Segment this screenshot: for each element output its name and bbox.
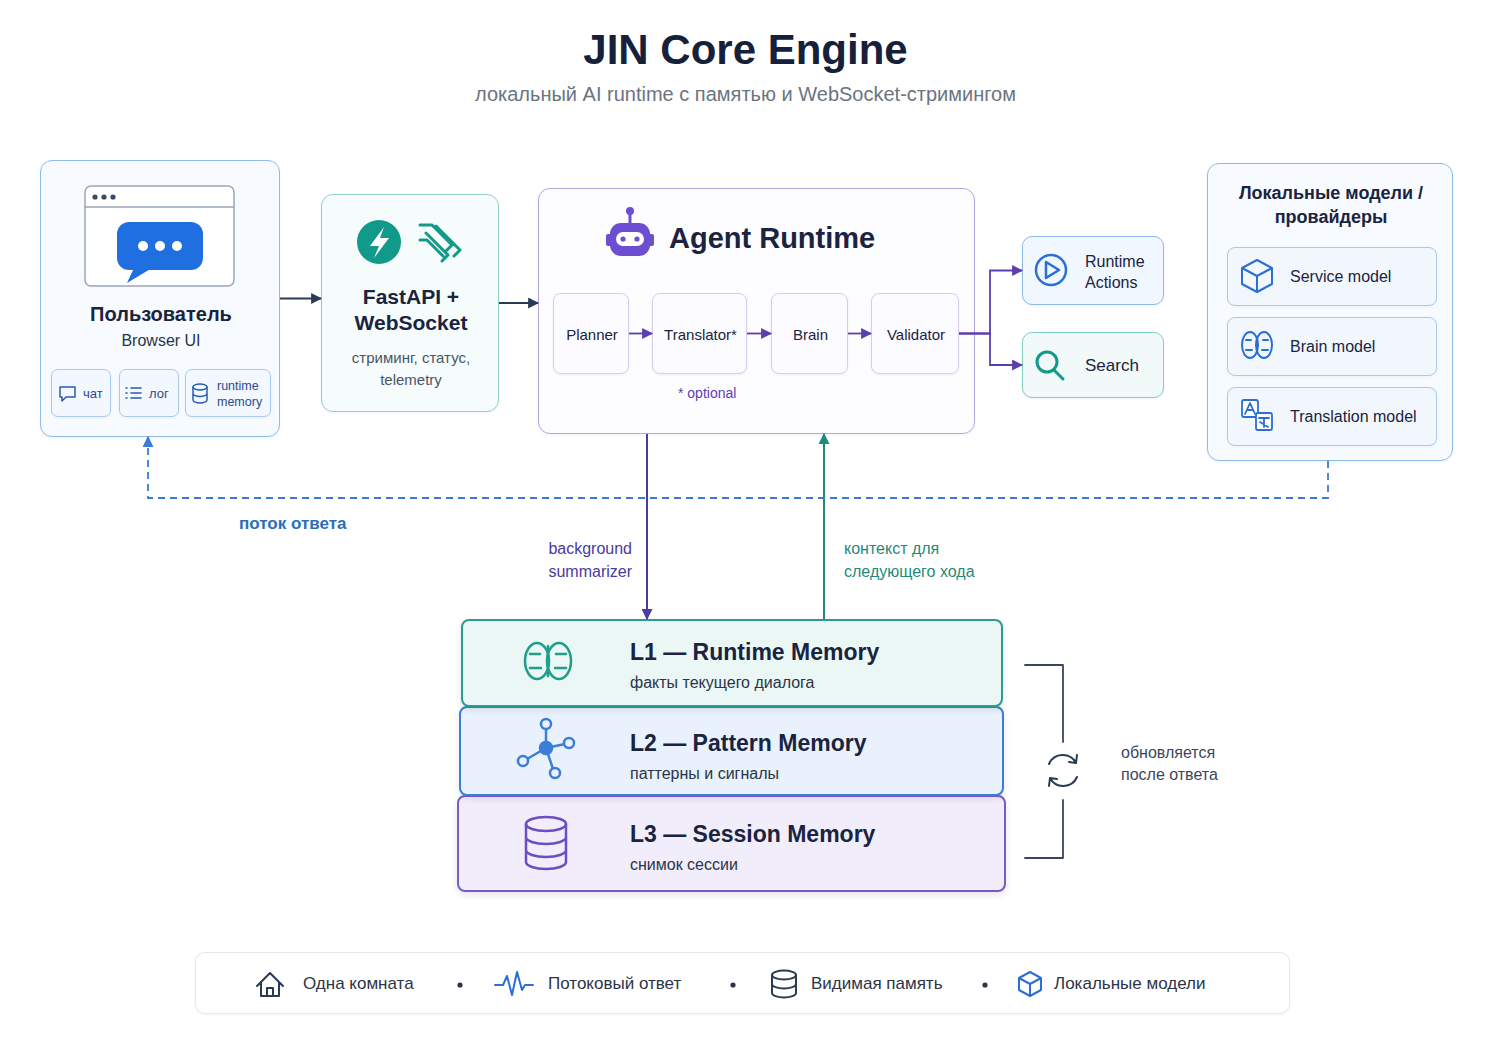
flow-arrow: [646, 434, 648, 619]
client-box: ПользовательBrowser UI чат лог runtime memo…: [40, 160, 280, 437]
action-box: Search: [1022, 332, 1164, 398]
model-label: Translation model: [1290, 407, 1417, 427]
flow-arrow: [499, 302, 538, 304]
ui-chip: чат: [51, 369, 111, 417]
diagram-subtitle: локальный AI runtime с памятью и WebSock…: [0, 82, 1491, 106]
memory-text: паттерны и сигналы: [630, 764, 779, 784]
refresh-icon: [1049, 777, 1077, 786]
box-label: Runtime Actions: [1085, 251, 1163, 293]
refresh-icon: [1049, 755, 1077, 786]
process-box: Translator*: [652, 293, 747, 374]
action-box: Runtime Actions: [1022, 236, 1164, 305]
feature-text: Потоковый ответ: [548, 974, 681, 994]
process-box: Planner: [553, 293, 629, 374]
memory-layer: L2 — Pattern Memory паттерны и сигналы: [459, 706, 1004, 796]
model-box: Translation model: [1227, 387, 1437, 446]
box-text: Пользователь: [41, 302, 281, 326]
bracket: [1025, 665, 1063, 858]
memory-text: факты текущего диалога: [630, 673, 814, 693]
feature-text: Одна комната: [303, 974, 414, 994]
box-text: Browser UI: [41, 331, 281, 351]
model-label: Service model: [1290, 267, 1391, 287]
bracket: [1025, 665, 1063, 858]
dashed-flow-arrow: [148, 437, 1328, 498]
memory-text: L2 — Pattern Memory: [630, 730, 866, 756]
chip-label: чат: [83, 386, 103, 402]
runtime-container: Agent RuntimePlanner Translator* Brain Vali…: [538, 188, 975, 434]
provider-container: Локальные модели / провайдерыService mod…: [1207, 163, 1453, 461]
process-box: Brain: [771, 293, 848, 374]
edge-label: поток ответа: [239, 513, 346, 535]
memory-text: снимок сессии: [630, 855, 738, 875]
annotation: обновляется после ответа: [1121, 742, 1251, 786]
edge-label: background summarizer: [522, 537, 632, 583]
container-title: Локальные модели / провайдеры: [1226, 181, 1436, 229]
process-label: Brain: [772, 325, 849, 345]
flow-arrow: [823, 434, 825, 619]
model-label: Brain model: [1290, 337, 1375, 357]
ui-chip: лог: [119, 369, 179, 417]
process-box: Validator: [871, 293, 959, 374]
model-box: Service model: [1227, 247, 1437, 306]
edge-label: контекст для следующего хода: [844, 537, 994, 583]
feature-strip: Одна комната Потоковый ответ Видимая памят…: [195, 952, 1290, 1014]
memory-text: L3 — Session Memory: [630, 821, 875, 847]
chip-label: лог: [149, 386, 169, 402]
model-box: Brain model: [1227, 317, 1437, 376]
footnote: * optional: [678, 384, 736, 402]
box-text: стриминг, статус, telemetry: [332, 347, 490, 391]
diagram-title: JIN Core Engine: [0, 25, 1491, 75]
container-title: Agent Runtime: [669, 221, 875, 255]
feature-text: Локальные модели: [1054, 974, 1205, 994]
refresh-icon: [1049, 755, 1077, 764]
memory-layer: L1 — Runtime Memory факты текущего диалог…: [461, 619, 1003, 707]
flow-arrow: [280, 298, 321, 300]
box-text: FastAPI + WebSocket: [331, 284, 491, 336]
feature-text: Видимая память: [811, 974, 943, 994]
memory-layer: L3 — Session Memory снимок сессии: [457, 795, 1006, 892]
process-label: Translator*: [653, 325, 748, 345]
memory-text: L1 — Runtime Memory: [630, 639, 879, 665]
ui-chip: runtime memory: [185, 369, 271, 417]
chip-label: runtime memory: [217, 378, 271, 410]
server-box: FastAPI + WebSocket стриминг, статус, tel…: [321, 194, 499, 412]
box-label: Search: [1085, 355, 1139, 377]
process-label: Planner: [554, 325, 630, 345]
process-label: Validator: [872, 325, 960, 345]
